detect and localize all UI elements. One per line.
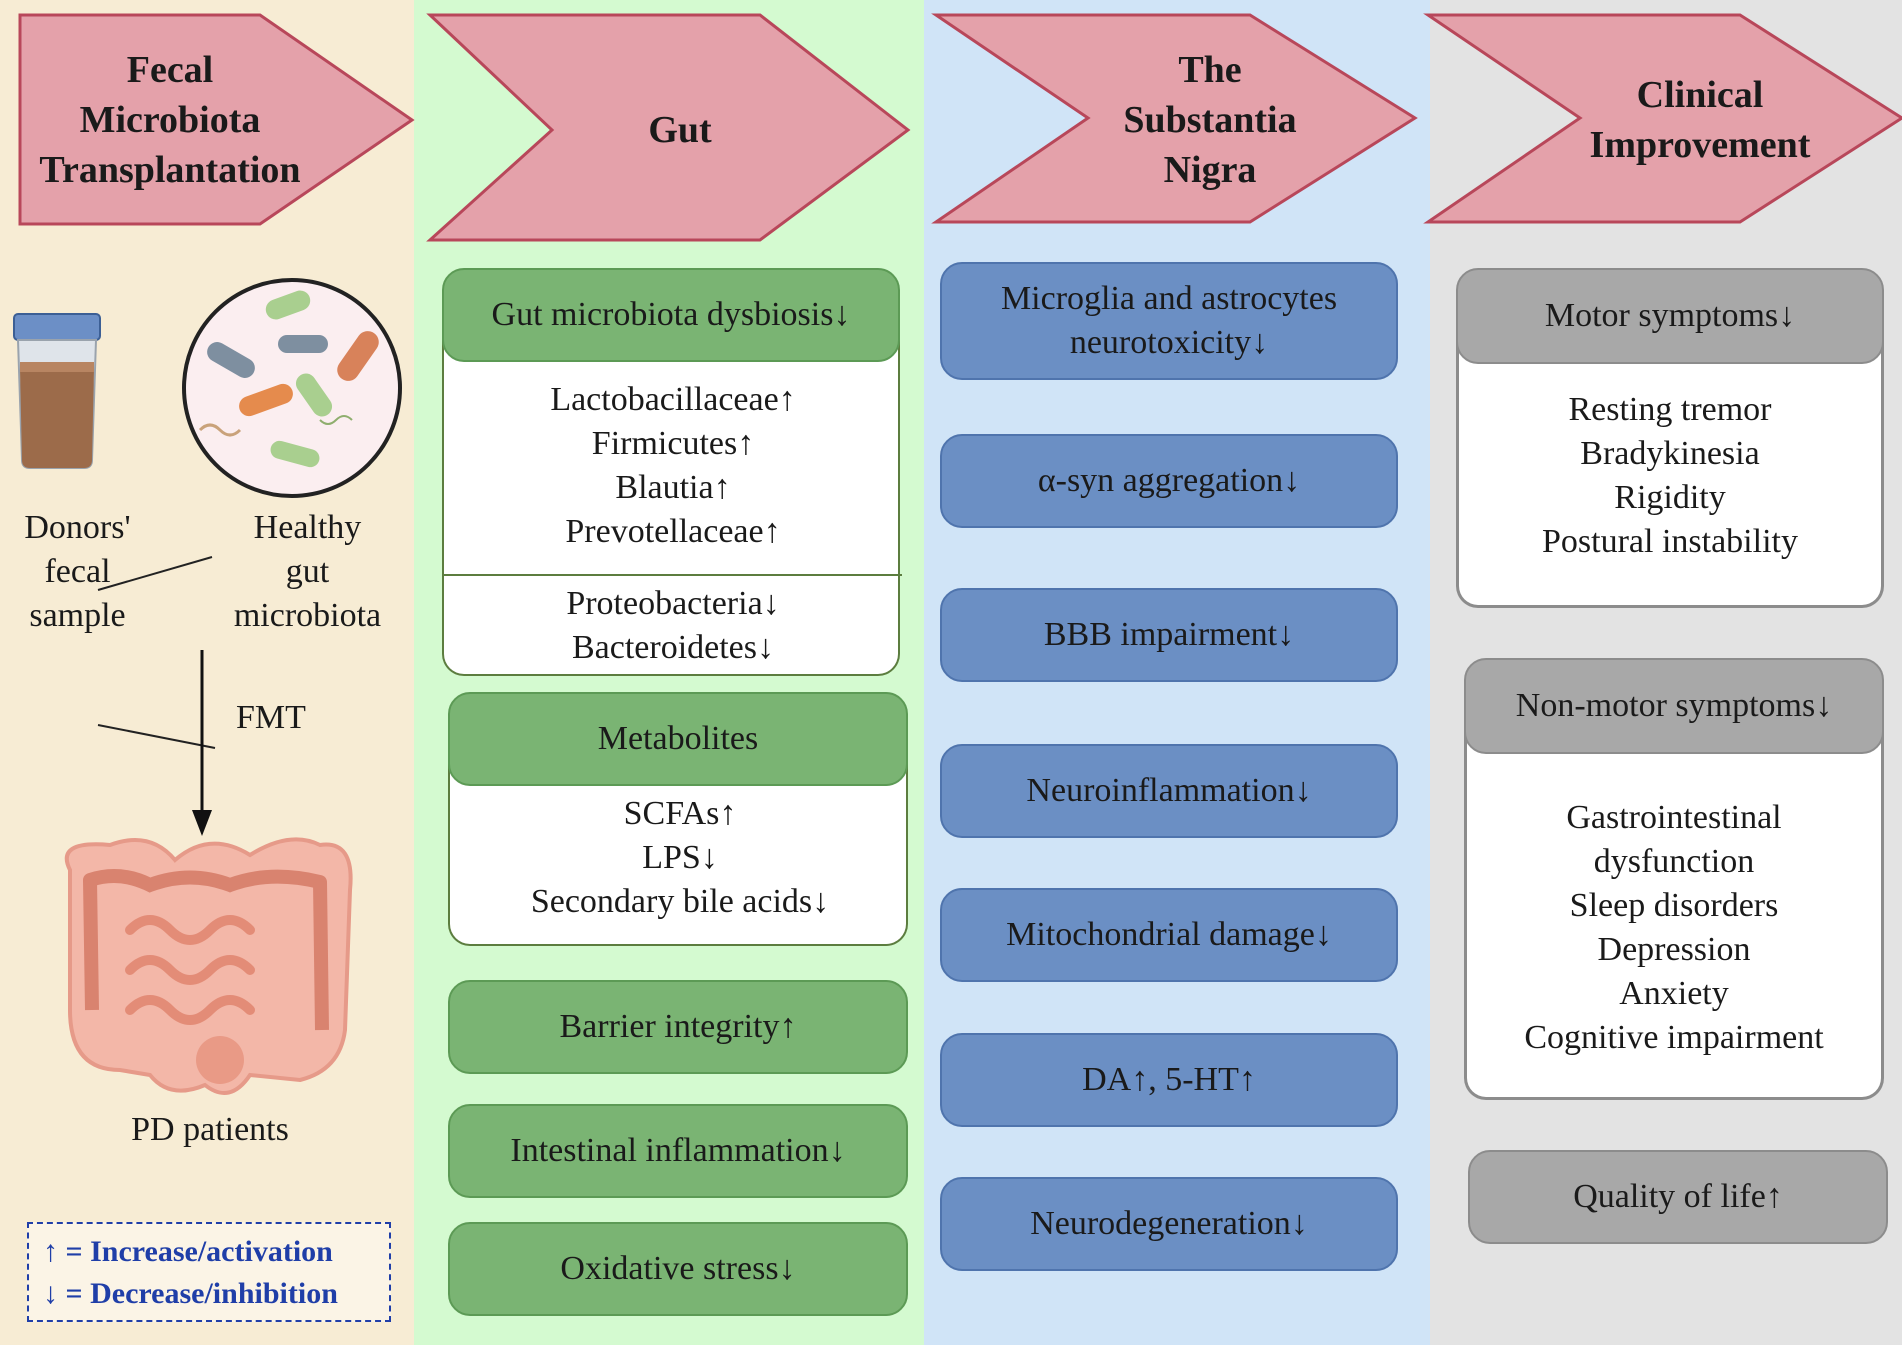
intestinal-inflammation-box: Intestinal inflammation↓ (448, 1104, 908, 1198)
motor-title-box: Motor symptoms↓ (1456, 268, 1884, 364)
fecal-sample-jar-icon (13, 313, 101, 469)
oxidative-stress-label: Oxidative stress↓ (560, 1250, 796, 1287)
sn-item-neurodegeneration: Neurodegeneration↓ (940, 1177, 1398, 1271)
nonmotor-symptom-list: Gastrointestinal dysfunction Sleep disor… (1467, 796, 1881, 1060)
arrow-clinical-label: Clinical Improvement (1589, 74, 1811, 166)
healthy-microbiota-label: Healthy gut microbiota (233, 509, 382, 634)
fmt-arrow-head (192, 810, 212, 836)
arrow-fmt-label: Fecal Microbiota Transplantation (39, 49, 301, 191)
nonmotor-panel: Gastrointestinal dysfunction Sleep disor… (1464, 700, 1884, 1100)
quality-of-life-label: Quality of life↑ (1573, 1178, 1783, 1215)
sn-item-label: Neurodegeneration↓ (1030, 1205, 1308, 1242)
sn-item-mitochondrial: Mitochondrial damage↓ (940, 888, 1398, 982)
healthy-microbiota-icon (182, 278, 402, 498)
sn-item-microglia: Microglia and astrocytes neurotoxicity↓ (940, 262, 1398, 380)
legend-box: ↑ = Increase/activation ↓ = Decrease/inh… (27, 1222, 391, 1322)
sn-item-label: Neuroinflammation↓ (1026, 772, 1312, 809)
oxidative-stress-box: Oxidative stress↓ (448, 1222, 908, 1316)
motor-symptom: Postural instability (1542, 523, 1798, 560)
arrow-clinical-shape (1423, 13, 1902, 224)
motor-symptom: Bradykinesia (1580, 435, 1760, 472)
legend-increase: ↑ = Increase/activation (43, 1235, 333, 1268)
metabolite-item: SCFAs↑ (623, 795, 737, 832)
increased-taxa-list: Lactobacillaceae↑ Firmicutes↑ Blautia↑ P… (444, 378, 902, 554)
fmt-illustration (13, 278, 402, 1095)
dysbiosis-title-box: Gut microbiota dysbiosis↓ (442, 268, 900, 362)
motor-symptom: Resting tremor (1568, 391, 1772, 428)
header-arrows (18, 13, 1902, 242)
sn-item-asyn: α-syn aggregation↓ (940, 434, 1398, 528)
sn-item-label: Microglia and astrocytes neurotoxicity↓ (1000, 280, 1338, 361)
increased-taxon: Lactobacillaceae↑ (550, 381, 796, 418)
metabolites-title-box: Metabolites (448, 692, 908, 786)
sn-item-label: Mitochondrial damage↓ (1006, 916, 1332, 953)
taxa-divider (444, 574, 902, 576)
sn-item-neuroinflammation: Neuroinflammation↓ (940, 744, 1398, 838)
sn-item-label: α-syn aggregation↓ (1037, 462, 1301, 499)
motor-title: Motor symptoms↓ (1544, 297, 1796, 334)
sn-item-label: DA↑, 5-HT↑ (1082, 1061, 1256, 1098)
pd-patients-label: PD patients (131, 1111, 289, 1148)
legend-decrease: ↓ = Decrease/inhibition (43, 1277, 338, 1310)
dysbiosis-panel: Lactobacillaceae↑ Firmicutes↑ Blautia↑ P… (442, 300, 902, 676)
donor-sample-label: Donors' fecal sample (24, 509, 131, 634)
increased-taxon: Blautia↑ (615, 469, 731, 506)
intestinal-inflammation-label: Intestinal inflammation↓ (510, 1132, 846, 1169)
decreased-taxon: Proteobacteria↓ (566, 585, 780, 622)
sn-item-da-5ht: DA↑, 5-HT↑ (940, 1033, 1398, 1127)
arrow-fmt-shape (18, 13, 415, 226)
nonmotor-symptom: Cognitive impairment (1524, 1019, 1824, 1056)
decreased-taxa-list: Proteobacteria↓ Bacteroidetes↓ (444, 582, 902, 670)
nonmotor-title: Non-motor symptoms↓ (1515, 687, 1833, 724)
metabolite-item: Secondary bile acids↓ (530, 883, 830, 920)
quality-of-life-box: Quality of life↑ (1468, 1150, 1888, 1244)
nonmotor-symptom: Anxiety (1619, 975, 1729, 1012)
arrow-gut-label: Gut (648, 109, 712, 151)
nonmotor-symptom: Depression (1597, 931, 1751, 968)
intestine-icon (64, 837, 353, 1095)
nonmotor-title-box: Non-motor symptoms↓ (1464, 658, 1884, 754)
metabolites-title: Metabolites (597, 720, 759, 757)
metabolites-list: SCFAs↑ LPS↓ Secondary bile acids↓ (450, 792, 910, 924)
nonmotor-symptom: Sleep disorders (1569, 887, 1779, 924)
nonmotor-symptom: Gastrointestinal dysfunction (1566, 799, 1782, 880)
arrow-gut-shape (426, 13, 911, 242)
increased-taxon: Firmicutes↑ (591, 425, 755, 462)
sn-item-label: BBB impairment↓ (1043, 616, 1295, 653)
arrow-substantia-nigra-shape (931, 13, 1418, 224)
decreased-taxon: Bacteroidetes↓ (571, 629, 775, 666)
barrier-integrity-label: Barrier integrity↑ (559, 1008, 797, 1045)
arrow-substantia-nigra-label: The Substantia Nigra (1123, 49, 1297, 191)
motor-symptom: Rigidity (1614, 479, 1726, 516)
motor-symptom-list: Resting tremor Bradykinesia Rigidity Pos… (1459, 388, 1881, 564)
metabolite-item: LPS↓ (642, 839, 718, 876)
dysbiosis-title: Gut microbiota dysbiosis↓ (491, 296, 851, 333)
fmt-label: FMT (236, 699, 306, 736)
increased-taxon: Prevotellaceae↑ (565, 513, 781, 550)
barrier-integrity-box: Barrier integrity↑ (448, 980, 908, 1074)
sn-item-bbb: BBB impairment↓ (940, 588, 1398, 682)
